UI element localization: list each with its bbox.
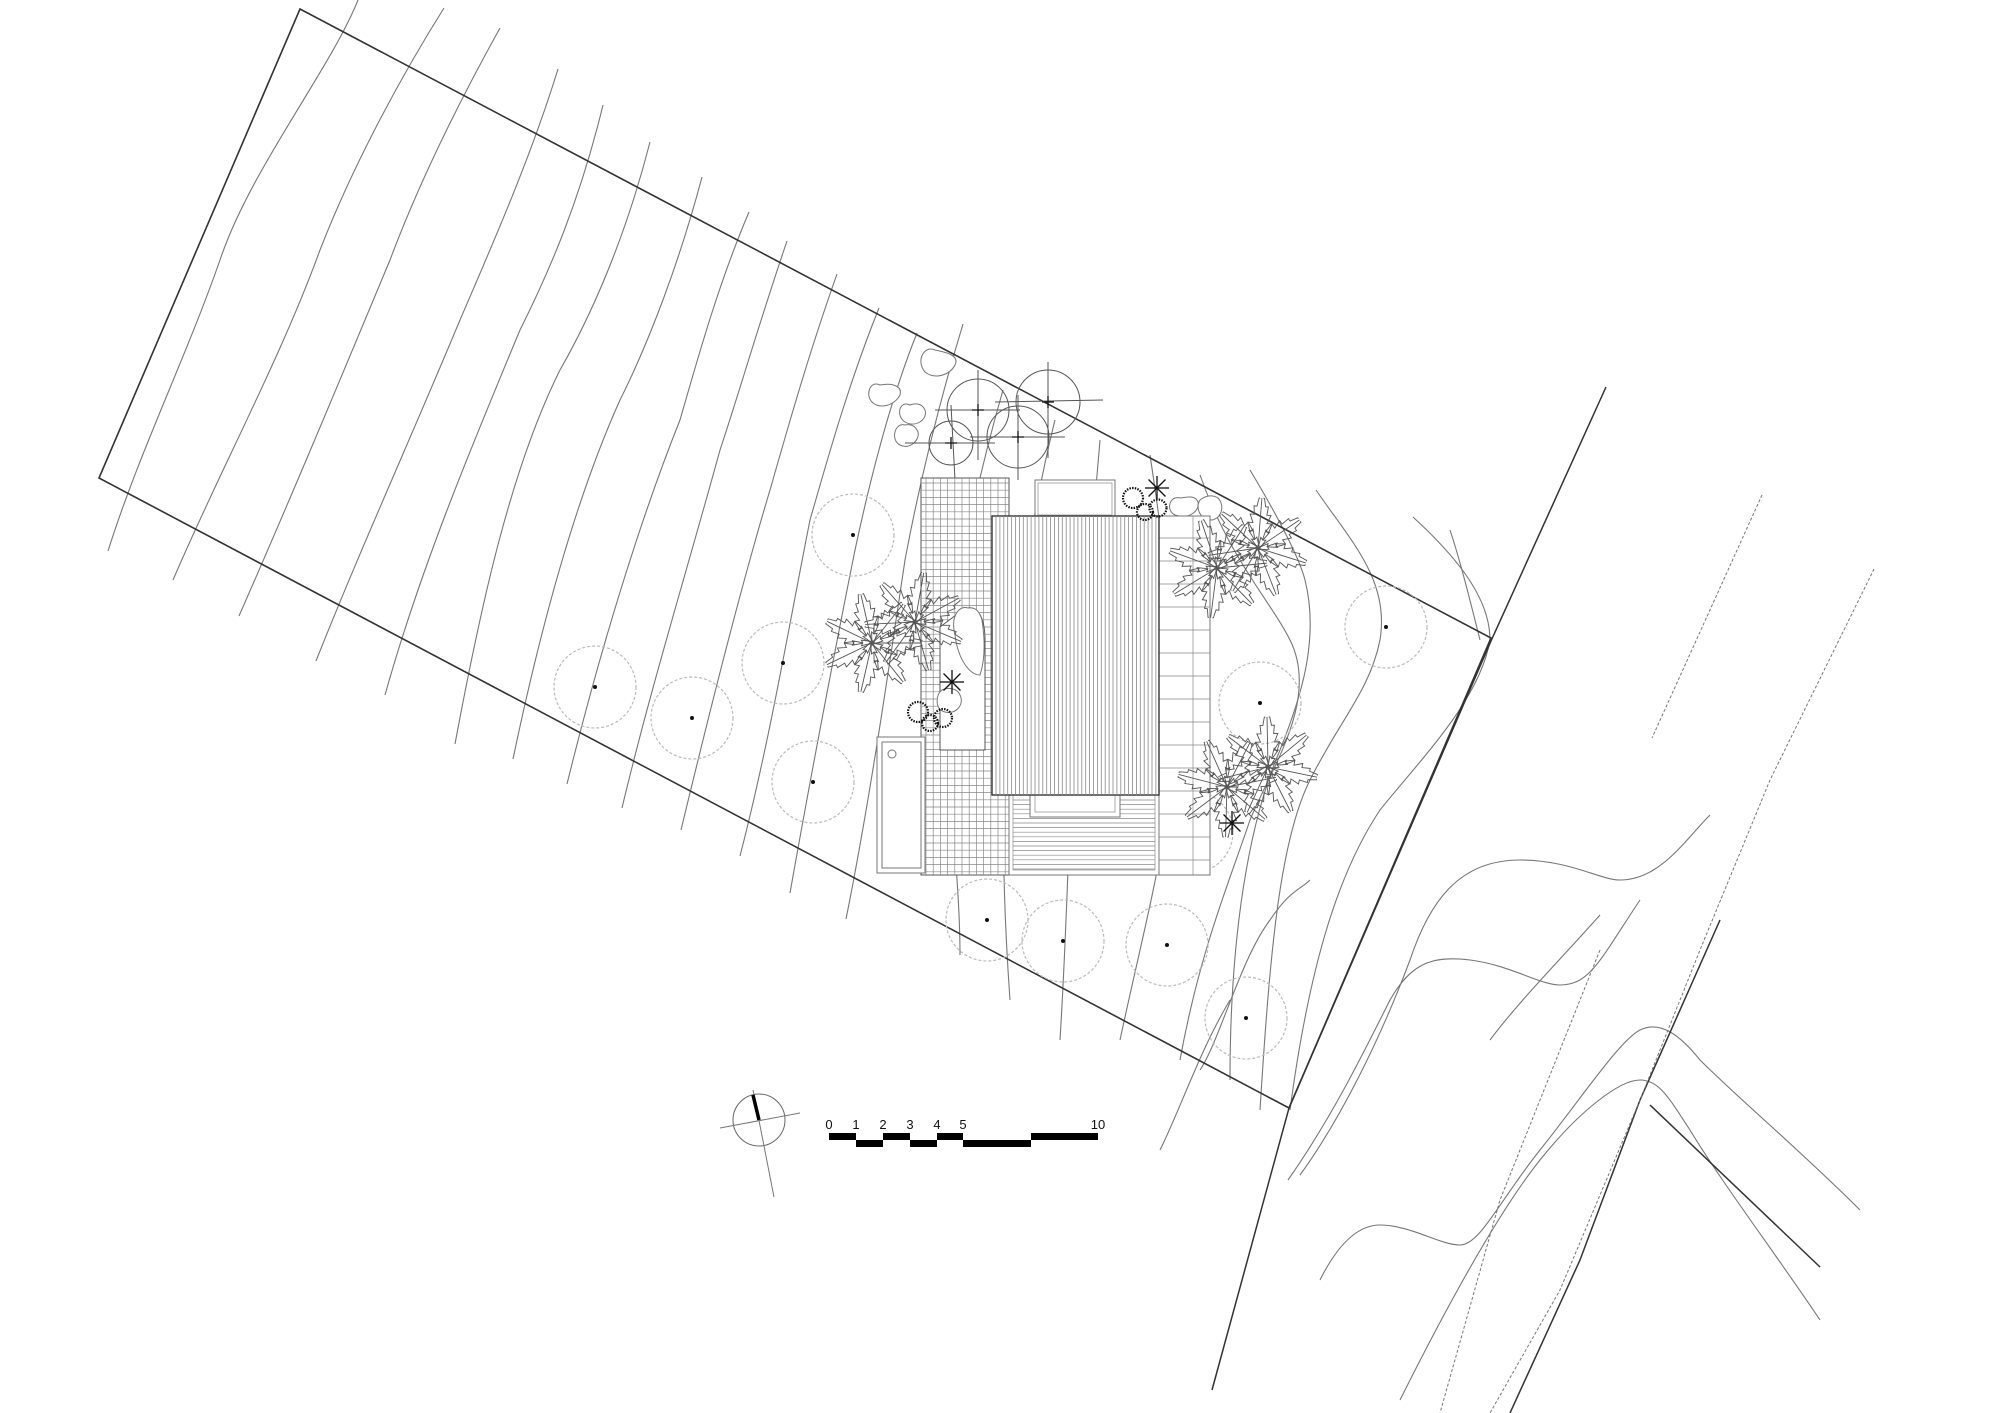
star-plants (940, 476, 1244, 835)
east-terrace (1158, 515, 1211, 876)
crosshair-tree (994, 362, 1104, 458)
pool (876, 736, 926, 874)
star-plant-icon (1220, 811, 1244, 835)
palm-tree-icon (825, 593, 923, 693)
building-roof (991, 515, 1160, 796)
entry-pad (1034, 479, 1116, 517)
scale-label-10: 10 (1091, 1117, 1105, 1132)
dashed-tree (650, 676, 734, 760)
dashed-tree (811, 493, 895, 577)
contour-lines (107, 0, 1491, 1151)
rock-outline (936, 687, 962, 714)
rock-outlines (868, 348, 1223, 521)
scale-label-2: 2 (879, 1117, 886, 1132)
scale-label-0: 0 (825, 1117, 832, 1132)
road (1211, 386, 1875, 1413)
planted-trees (905, 362, 1104, 481)
dashed-tree (1125, 903, 1209, 987)
star-plant-icon (1145, 476, 1169, 500)
dashed-tree (1204, 976, 1288, 1060)
scale-label-4: 4 (933, 1117, 940, 1132)
dashed-tree (553, 645, 637, 729)
scale-label-5: 5 (959, 1117, 966, 1132)
scale-bar: 0 1 2 3 4 5 10 (825, 1117, 1105, 1147)
south-deck (1008, 794, 1160, 876)
rock-outline (953, 606, 985, 676)
site-boundary (97, 7, 1493, 1110)
palm-tree-icon (864, 571, 963, 672)
crosshair-tree (905, 404, 995, 481)
palm-trees (825, 497, 1319, 838)
north-indicator-icon (751, 1094, 761, 1121)
north-arrow (719, 1089, 801, 1198)
dashed-tree (771, 740, 855, 824)
crosshair-tree (970, 395, 1065, 480)
dashed-tree (741, 621, 825, 705)
palm-tree-icon (1218, 716, 1319, 815)
dashed-tree (1344, 585, 1428, 669)
crosshair-tree (935, 370, 1020, 460)
dashed-tree (1021, 899, 1105, 983)
dashed-tree (1218, 661, 1302, 745)
shrubs (906, 486, 1168, 733)
scale-label-3: 3 (906, 1117, 913, 1132)
palm-tree-icon (1207, 497, 1308, 597)
road-contours (1287, 814, 1861, 1401)
star-plant-icon (940, 670, 964, 694)
scale-label-1: 1 (852, 1117, 859, 1132)
